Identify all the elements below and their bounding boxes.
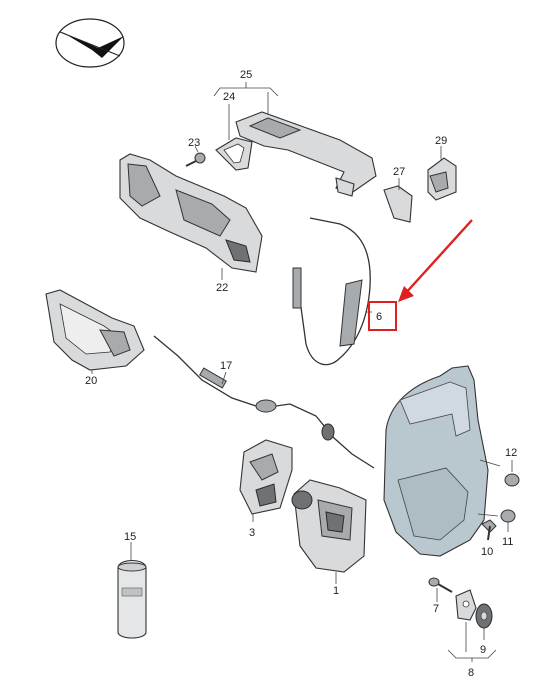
callout-29: 29 bbox=[435, 135, 447, 147]
callout-11: 11 bbox=[502, 536, 513, 548]
part-7-screw bbox=[428, 577, 453, 602]
vw-parts-logo bbox=[55, 18, 125, 68]
callout-20: 20 bbox=[85, 375, 97, 387]
highlight-arrow bbox=[398, 219, 473, 302]
part-24-gasket bbox=[215, 104, 253, 171]
part-22-carrier-frame bbox=[119, 153, 263, 280]
callout-3: 3 bbox=[249, 527, 255, 539]
callout-6: 6 bbox=[376, 311, 382, 323]
callout-12: 12 bbox=[505, 447, 517, 459]
callout-1: 1 bbox=[333, 585, 339, 597]
part-8-striker-plate bbox=[455, 589, 477, 621]
callout-22: 22 bbox=[216, 282, 228, 294]
callout-8: 8 bbox=[468, 667, 474, 679]
callout-7: 7 bbox=[433, 603, 439, 615]
door-inner-panel bbox=[383, 365, 501, 557]
part-29-end-cap bbox=[427, 146, 457, 201]
callout-24: 24 bbox=[223, 91, 235, 103]
part-12-grommet bbox=[504, 460, 520, 487]
part-15-lubricant-can bbox=[117, 542, 147, 639]
part-27-cover bbox=[383, 178, 413, 223]
part-3-bracket bbox=[239, 439, 293, 522]
part-25-outer-handle bbox=[235, 92, 377, 197]
callout-27: 27 bbox=[393, 166, 405, 178]
part-9-cover bbox=[475, 603, 493, 640]
callout-23: 23 bbox=[188, 137, 200, 149]
part-17-operating-cable bbox=[153, 335, 375, 469]
bracket-8 bbox=[447, 622, 497, 662]
callout-17: 17 bbox=[220, 360, 232, 372]
callout-6-highlight-box bbox=[368, 301, 397, 331]
part-20-inner-handle bbox=[45, 289, 145, 374]
callout-9: 9 bbox=[480, 644, 486, 656]
callout-10: 10 bbox=[481, 546, 493, 558]
callout-15: 15 bbox=[124, 531, 136, 543]
part-10-bolt bbox=[481, 519, 497, 541]
part-1-door-lock bbox=[291, 479, 367, 584]
part-11-grommet bbox=[500, 509, 516, 532]
part-23-screw bbox=[185, 145, 206, 167]
bracket-25 bbox=[213, 82, 279, 97]
part-6-bowden-cable bbox=[292, 217, 372, 366]
callout-25: 25 bbox=[240, 69, 252, 81]
